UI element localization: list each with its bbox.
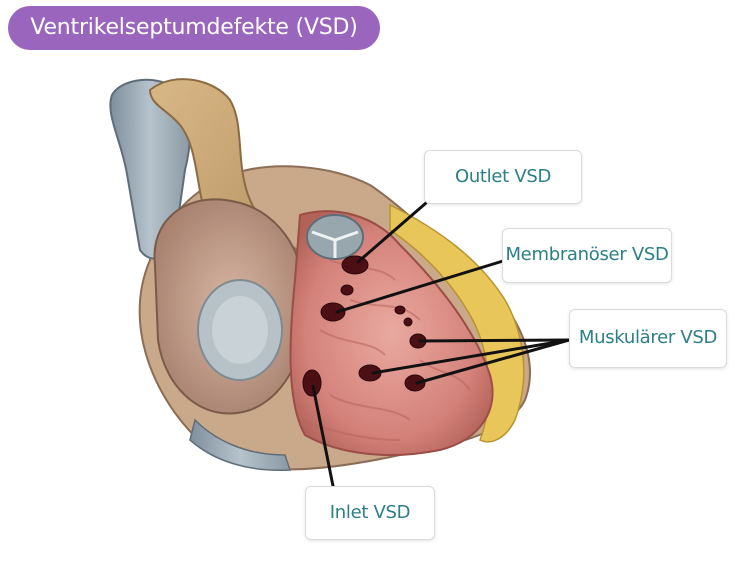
inlet-defect — [302, 369, 322, 397]
diagram-title: Ventrikelseptumdefekte (VSD) — [8, 6, 380, 50]
label-muscular-vsd: Muskulärer VSD — [569, 309, 727, 368]
pulmonary-valve — [306, 214, 364, 260]
membranous-defect — [320, 302, 346, 322]
muscular-defect-3 — [404, 374, 426, 392]
label-membranous-vsd: Membranöser VSD — [502, 228, 672, 283]
label-inlet-vsd: Inlet VSD — [305, 486, 435, 540]
outlet-defect — [341, 255, 369, 275]
superior-vena-cava — [109, 78, 191, 260]
muscular-defect-2 — [358, 364, 382, 382]
inferior-vena-cava — [189, 418, 292, 471]
label-outlet-vsd: Outlet VSD — [424, 150, 582, 204]
muscular-defect-1 — [409, 333, 427, 349]
